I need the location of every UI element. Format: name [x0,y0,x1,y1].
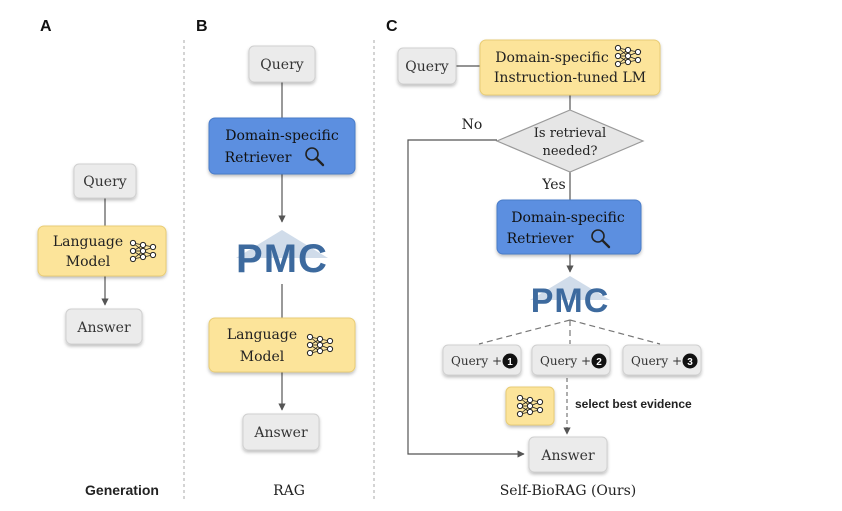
c-evidence-number: 3 [687,357,693,368]
c-lm-line1: Domain-specific [495,50,609,66]
a-language-model-box: Language Model [37,225,167,277]
a-query-box: Query [73,163,137,199]
a-lm-line2: Model [66,254,111,270]
panel-caption-c: Self-BioRAG (Ours) [500,483,637,499]
b-answer-label: Answer [253,425,308,441]
c-selector-lm-box [505,386,555,426]
c-no-label: No [462,117,483,133]
c-evidence-box-2: Query + 2 [531,344,611,376]
a-query-label: Query [83,174,126,190]
b-lm-line2: Model [240,349,285,365]
c-query-label: Query [405,59,448,75]
c-decision-diamond: Is retrieval needed? [495,109,645,173]
b-pmc-logo: PMC [236,230,328,281]
panel-letter-b: B [196,18,208,35]
b-language-model-box: Language Model [208,317,356,373]
c-edge-pmc-evidence1 [478,319,571,345]
c-yes-label: Yes [541,177,566,193]
a-answer-label: Answer [76,320,131,336]
a-answer-box: Answer [65,308,143,345]
c-pmc-text: PMC [531,282,610,320]
b-retriever-box: Domain-specific Retriever [208,117,356,175]
c-evidence-prefix: Query + [540,354,591,368]
c-select-label: select best evidence [575,397,692,411]
c-instruction-lm-box: Domain-specific Instruction-tuned LM [479,39,661,96]
c-decision-line1: Is retrieval [534,126,606,141]
number-badge-icon [682,353,698,369]
panel-caption-a: Generation [85,482,159,498]
b-lm-line1: Language [227,327,297,343]
c-evidence-number: 1 [507,357,513,368]
c-pmc-logo: PMC [530,276,610,320]
b-answer-box: Answer [242,413,320,451]
number-badge-icon [591,353,607,369]
c-lm-line2: Instruction-tuned LM [494,70,646,86]
c-answer-label: Answer [540,448,595,464]
b-query-label: Query [260,57,303,73]
c-evidence-prefix: Query + [451,354,502,368]
c-decision-line2: needed? [542,144,597,159]
panel-letter-c: C [386,18,398,35]
b-query-box: Query [248,45,316,83]
c-query-box: Query [397,47,457,85]
c-evidence-prefix: Query + [631,354,682,368]
a-lm-line1: Language [53,234,123,250]
c-edge-no-to-answer [407,139,525,458]
c-retriever-line2: Retriever [507,231,574,247]
c-evidence-box-3: Query + 3 [622,344,702,376]
c-evidence-number: 2 [596,357,602,368]
panel-caption-b: RAG [273,483,305,499]
c-retriever-line1: Domain-specific [511,210,625,226]
b-pmc-text: PMC [236,237,328,281]
c-answer-box: Answer [528,436,608,473]
number-badge-icon [502,353,518,369]
b-retriever-line2: Retriever [225,150,292,166]
panel-letter-a: A [40,18,52,35]
c-retriever-box: Domain-specific Retriever [496,199,642,255]
c-edge-pmc-evidence3 [569,319,661,345]
b-retriever-line1: Domain-specific [225,128,339,144]
c-evidence-box-1: Query + 1 [442,344,522,376]
